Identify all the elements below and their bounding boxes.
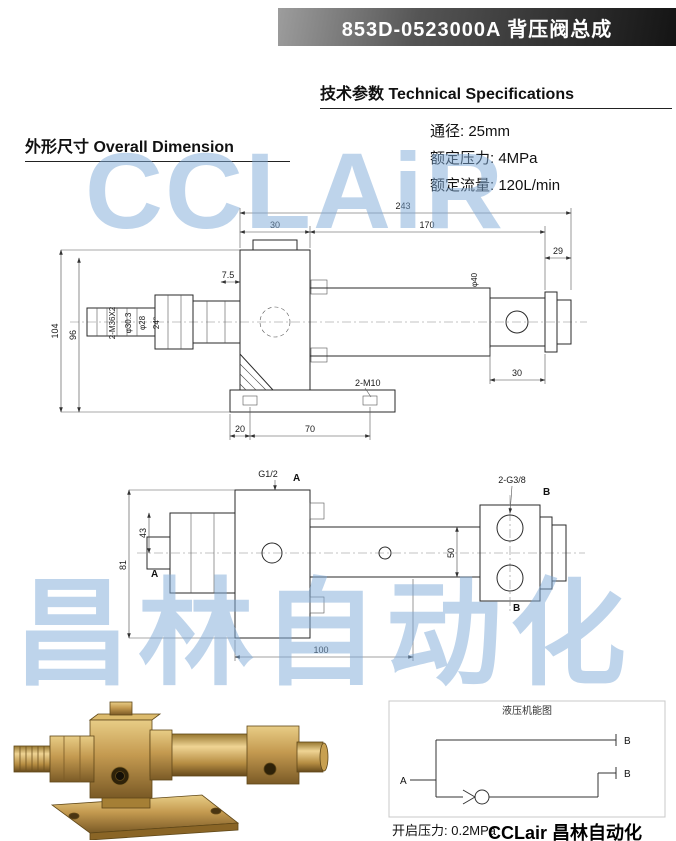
dim-50: 50 — [446, 548, 456, 558]
photo-valve-assembly — [13, 701, 329, 840]
tech-specs-heading: 技术参数 Technical Specifications — [320, 80, 672, 109]
dim-2-m10: 2-M10 — [355, 378, 381, 388]
dim-70: 70 — [305, 424, 315, 434]
hydraulic-port-a: A — [400, 776, 407, 787]
dim-243: 243 — [395, 201, 410, 211]
dim-thread-2-m36x2: 2-M36X2 — [108, 306, 117, 339]
dim-angle-24: 24° — [152, 317, 161, 329]
dim-100: 100 — [313, 645, 328, 655]
dim-43: 43 — [138, 528, 148, 538]
opening-pressure-label: 开启压力: 0.2MPa — [392, 823, 497, 838]
product-photo — [13, 701, 329, 840]
dim-dia-40: φ40 — [470, 272, 479, 287]
hydraulic-port-b1: B — [624, 736, 631, 747]
hydraulic-circuit — [410, 734, 617, 805]
product-title-banner: 853D-0523000A 背压阀总成 — [278, 8, 676, 46]
hydraulic-port-b2: B — [624, 769, 631, 780]
spec-flow: 额定流量: 120L/min — [430, 177, 561, 194]
dim-96: 96 — [68, 330, 78, 340]
hydraulic-function-diagram: 液压机能图 A B B — [388, 700, 666, 818]
footer-brand: CCLair 昌林自动化 — [488, 823, 643, 841]
dimension-drawing-section-view: G1/2 A 2-G3/8 B 43 81 A 50 B 100 — [118, 469, 585, 661]
spec-list: 通径: 25mm 额定压力: 4MPa 额定流量: 120L/min — [430, 118, 560, 199]
port-b-top: B — [543, 487, 550, 498]
dim-30-top: 30 — [270, 220, 280, 230]
valve-section-outline — [137, 489, 585, 639]
dim-29: 29 — [553, 246, 563, 256]
photo-valve-block — [89, 719, 153, 799]
product-title: 853D-0523000A 背压阀总成 — [341, 18, 613, 41]
section-label-b: B — [513, 603, 520, 614]
check-valve-symbol — [474, 789, 490, 805]
dim-dia-28: φ28 — [138, 315, 147, 330]
dim-g1-2: G1/2 — [258, 469, 278, 479]
dim-81: 81 — [118, 560, 128, 570]
dimensions-front-view: 243 30 170 29 7.5 104 96 2-M36X2 φ30.3 φ… — [50, 201, 572, 440]
overall-dimension-heading: 外形尺寸 Overall Dimension — [25, 133, 290, 162]
port-a-top: A — [293, 473, 300, 484]
dim-2-g3-8: 2-G3/8 — [498, 475, 526, 485]
photo-hex-nut — [49, 735, 95, 783]
valve-body-outline — [70, 239, 587, 413]
dim-170: 170 — [419, 220, 434, 230]
dimensions-section-view: G1/2 A 2-G3/8 B 43 81 A 50 B 100 — [118, 469, 550, 661]
spec-pressure: 额定压力: 4MPa — [430, 150, 538, 167]
dimension-drawing-front-view: 243 30 170 29 7.5 104 96 2-M36X2 φ30.3 φ… — [50, 201, 587, 440]
dim-7-5: 7.5 — [222, 270, 235, 280]
photo-threaded-stud — [13, 745, 55, 773]
hydraulic-diagram-title: 液压机能图 — [502, 704, 552, 717]
section-label-a: A — [151, 569, 158, 580]
dim-20: 20 — [235, 424, 245, 434]
spec-bore: 通径: 25mm — [430, 123, 511, 140]
dim-30-right: 30 — [512, 368, 522, 378]
dim-104: 104 — [50, 323, 60, 338]
dim-dia-30-3: φ30.3 — [124, 312, 133, 333]
photo-end-block — [246, 725, 300, 785]
